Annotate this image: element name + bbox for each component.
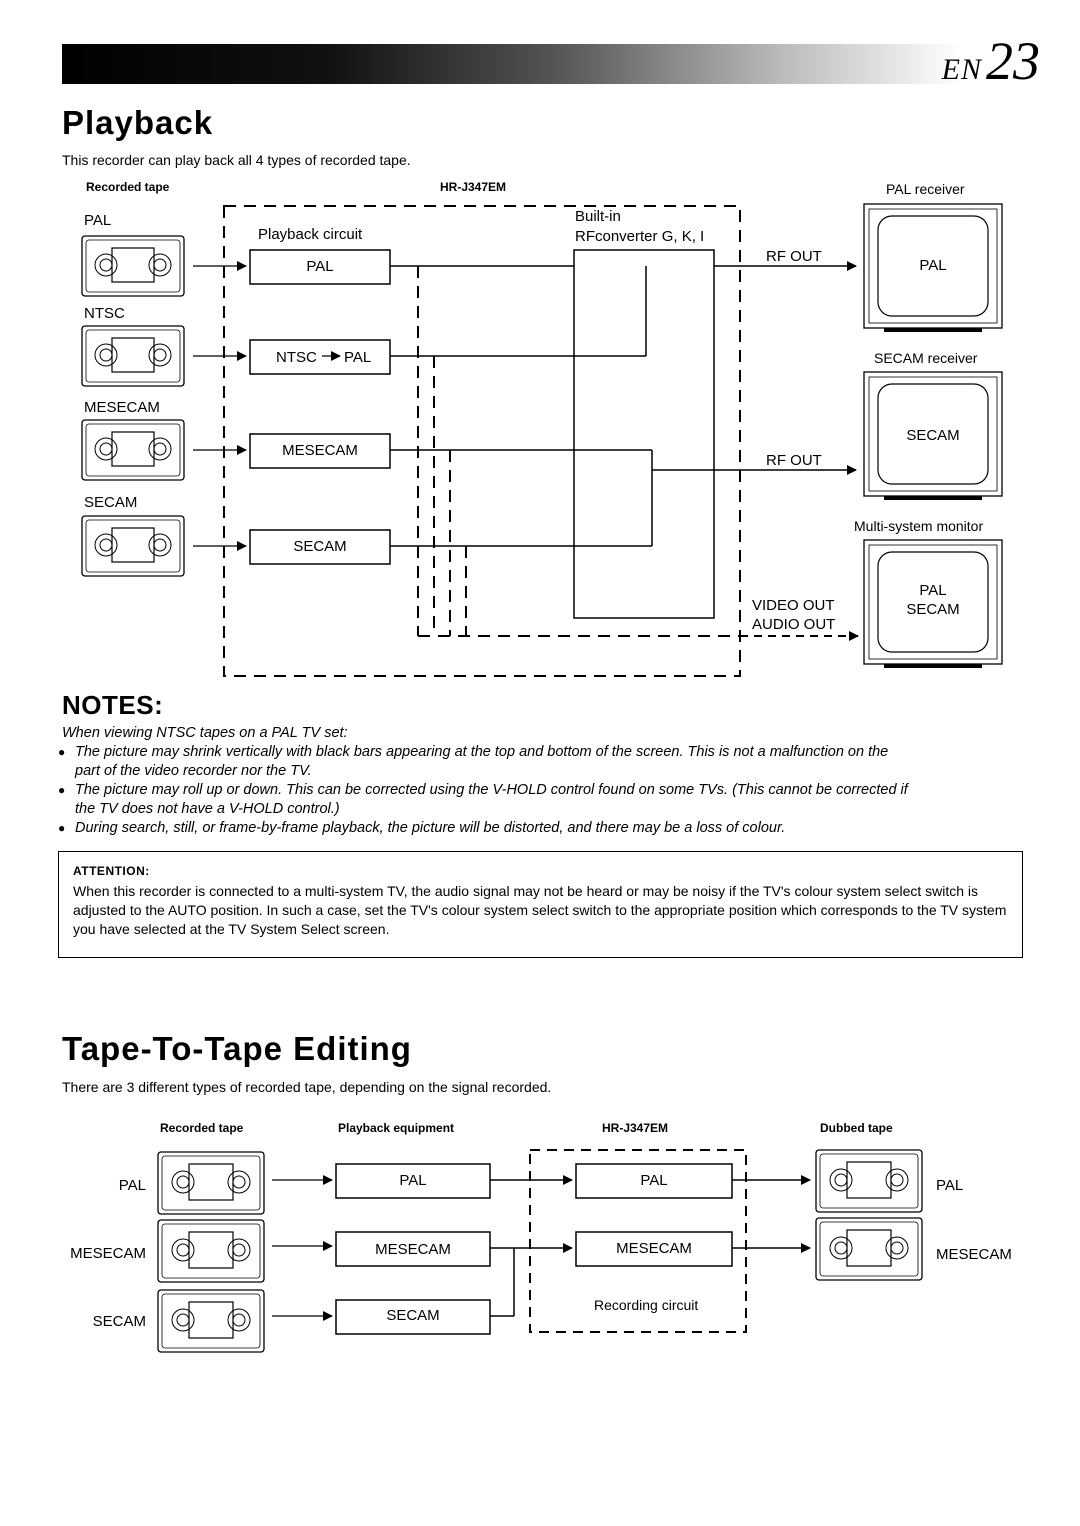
dubbed-label-pal: PAL	[936, 1177, 964, 1194]
builtin-label: Built-in	[575, 208, 621, 225]
attention-title: ATTENTION:	[73, 864, 150, 878]
edit-tape-icon-mesecam	[157, 1219, 265, 1283]
circuit-mesecam: MESECAM	[282, 442, 358, 459]
circuit-ntsc-pal: PAL	[344, 349, 372, 366]
secam-receiver-label: SECAM receiver	[874, 350, 978, 366]
edit-tape-icon-pal	[157, 1151, 265, 1215]
page-prefix: EN	[941, 53, 982, 86]
col-recorded-tape: Recorded tape	[86, 180, 170, 194]
rf-out-2: RF OUT	[766, 452, 822, 469]
audio-out: AUDIO OUT	[752, 616, 836, 633]
playback-intro: This recorder can play back all 4 types …	[62, 152, 411, 168]
editing-diagram: Recorded tape Playback equipment HR-J347…	[0, 1100, 1080, 1370]
edit-tape-label-pal: PAL	[118, 1177, 146, 1194]
tape-label-ntsc: NTSC	[84, 305, 125, 322]
note-text: The picture may roll up or down. This ca…	[75, 782, 908, 798]
secam-receiver-screen: SECAM	[906, 427, 960, 444]
note-item-3: ● During search, still, or frame-by-fram…	[58, 819, 1038, 838]
attention-box: ATTENTION: When this recorder is connect…	[58, 851, 1023, 958]
circuit-secam: SECAM	[293, 538, 347, 555]
edit-col-playback-equipment: Playback equipment	[338, 1121, 455, 1135]
note-item-2: ● The picture may roll up or down. This …	[58, 781, 1038, 800]
page-num: 23	[986, 31, 1040, 91]
tape-icon-mesecam	[81, 419, 185, 481]
circuit-ntsc: NTSC	[276, 349, 317, 366]
playback-diagram-svg	[81, 203, 1003, 677]
dubbed-tape-icon-mesecam	[815, 1217, 923, 1281]
editing-diagram-svg	[157, 1149, 923, 1353]
edit-tape-icon-secam	[157, 1289, 265, 1353]
tape-label-pal: PAL	[84, 212, 112, 229]
notes-heading: NOTES:	[62, 690, 164, 720]
attention-body: When this recorder is connected to a mul…	[73, 883, 1007, 937]
tape-label-mesecam: MESECAM	[84, 399, 160, 416]
edit-col-model: HR-J347EM	[602, 1121, 669, 1135]
rf-out-1: RF OUT	[766, 248, 822, 265]
multi-screen-secam: SECAM	[906, 601, 960, 618]
tape-label-secam: SECAM	[84, 494, 138, 511]
video-out: VIDEO OUT	[752, 597, 835, 614]
note-text: The picture may shrink vertically with b…	[75, 744, 889, 760]
col-model: HR-J347EM	[440, 180, 507, 194]
circuit-pal: PAL	[306, 258, 334, 275]
edit-tape-label-secam: SECAM	[92, 1313, 146, 1330]
playback-diagram: Recorded tape HR-J347EM PAL NTSC MESECAM…	[0, 0, 1080, 690]
page-number: EN 23	[942, 30, 1040, 92]
recorder-pal: PAL	[640, 1172, 668, 1189]
tape-icon-secam	[81, 515, 185, 577]
rf-converter-label: RFconverter G, K, I	[575, 228, 705, 245]
playback-title: Playback	[62, 104, 214, 141]
playback-circuit-label: Playback circuit	[258, 226, 363, 243]
edit-tape-label-mesecam: MESECAM	[70, 1245, 146, 1262]
dubbed-label-mesecam: MESECAM	[936, 1246, 1012, 1263]
bullet-icon: ●	[58, 821, 66, 835]
editing-intro: There are 3 different types of recorded …	[62, 1079, 552, 1095]
equipment-mesecam: MESECAM	[375, 1241, 451, 1258]
recording-circuit-label: Recording circuit	[594, 1297, 699, 1313]
multi-screen-pal: PAL	[919, 582, 947, 599]
note-item-2-cont: the TV does not have a V-HOLD control.)	[75, 801, 340, 817]
editing-title: Tape-To-Tape Editing	[62, 1030, 412, 1067]
note-item-1: ● The picture may shrink vertically with…	[58, 743, 1038, 762]
pal-receiver-label: PAL receiver	[886, 181, 965, 197]
tape-icon-pal	[81, 235, 185, 297]
pal-receiver-screen: PAL	[919, 257, 947, 274]
note-item-1-cont: part of the video recorder nor the TV.	[75, 763, 312, 779]
note-text: During search, still, or frame-by-frame …	[75, 820, 786, 836]
equipment-secam: SECAM	[386, 1307, 440, 1324]
notes-intro: When viewing NTSC tapes on a PAL TV set:	[62, 725, 348, 741]
edit-col-dubbed-tape: Dubbed tape	[820, 1121, 893, 1135]
recorder-mesecam: MESECAM	[616, 1240, 692, 1257]
header-gradient-bar	[62, 44, 962, 84]
tape-icon-ntsc	[81, 325, 185, 387]
bullet-icon: ●	[58, 783, 66, 797]
dubbed-tape-icon-pal	[815, 1149, 923, 1213]
multi-monitor-label: Multi-system monitor	[854, 518, 984, 534]
edit-col-recorded-tape: Recorded tape	[160, 1121, 244, 1135]
bullet-icon: ●	[58, 745, 66, 759]
equipment-pal: PAL	[399, 1172, 427, 1189]
